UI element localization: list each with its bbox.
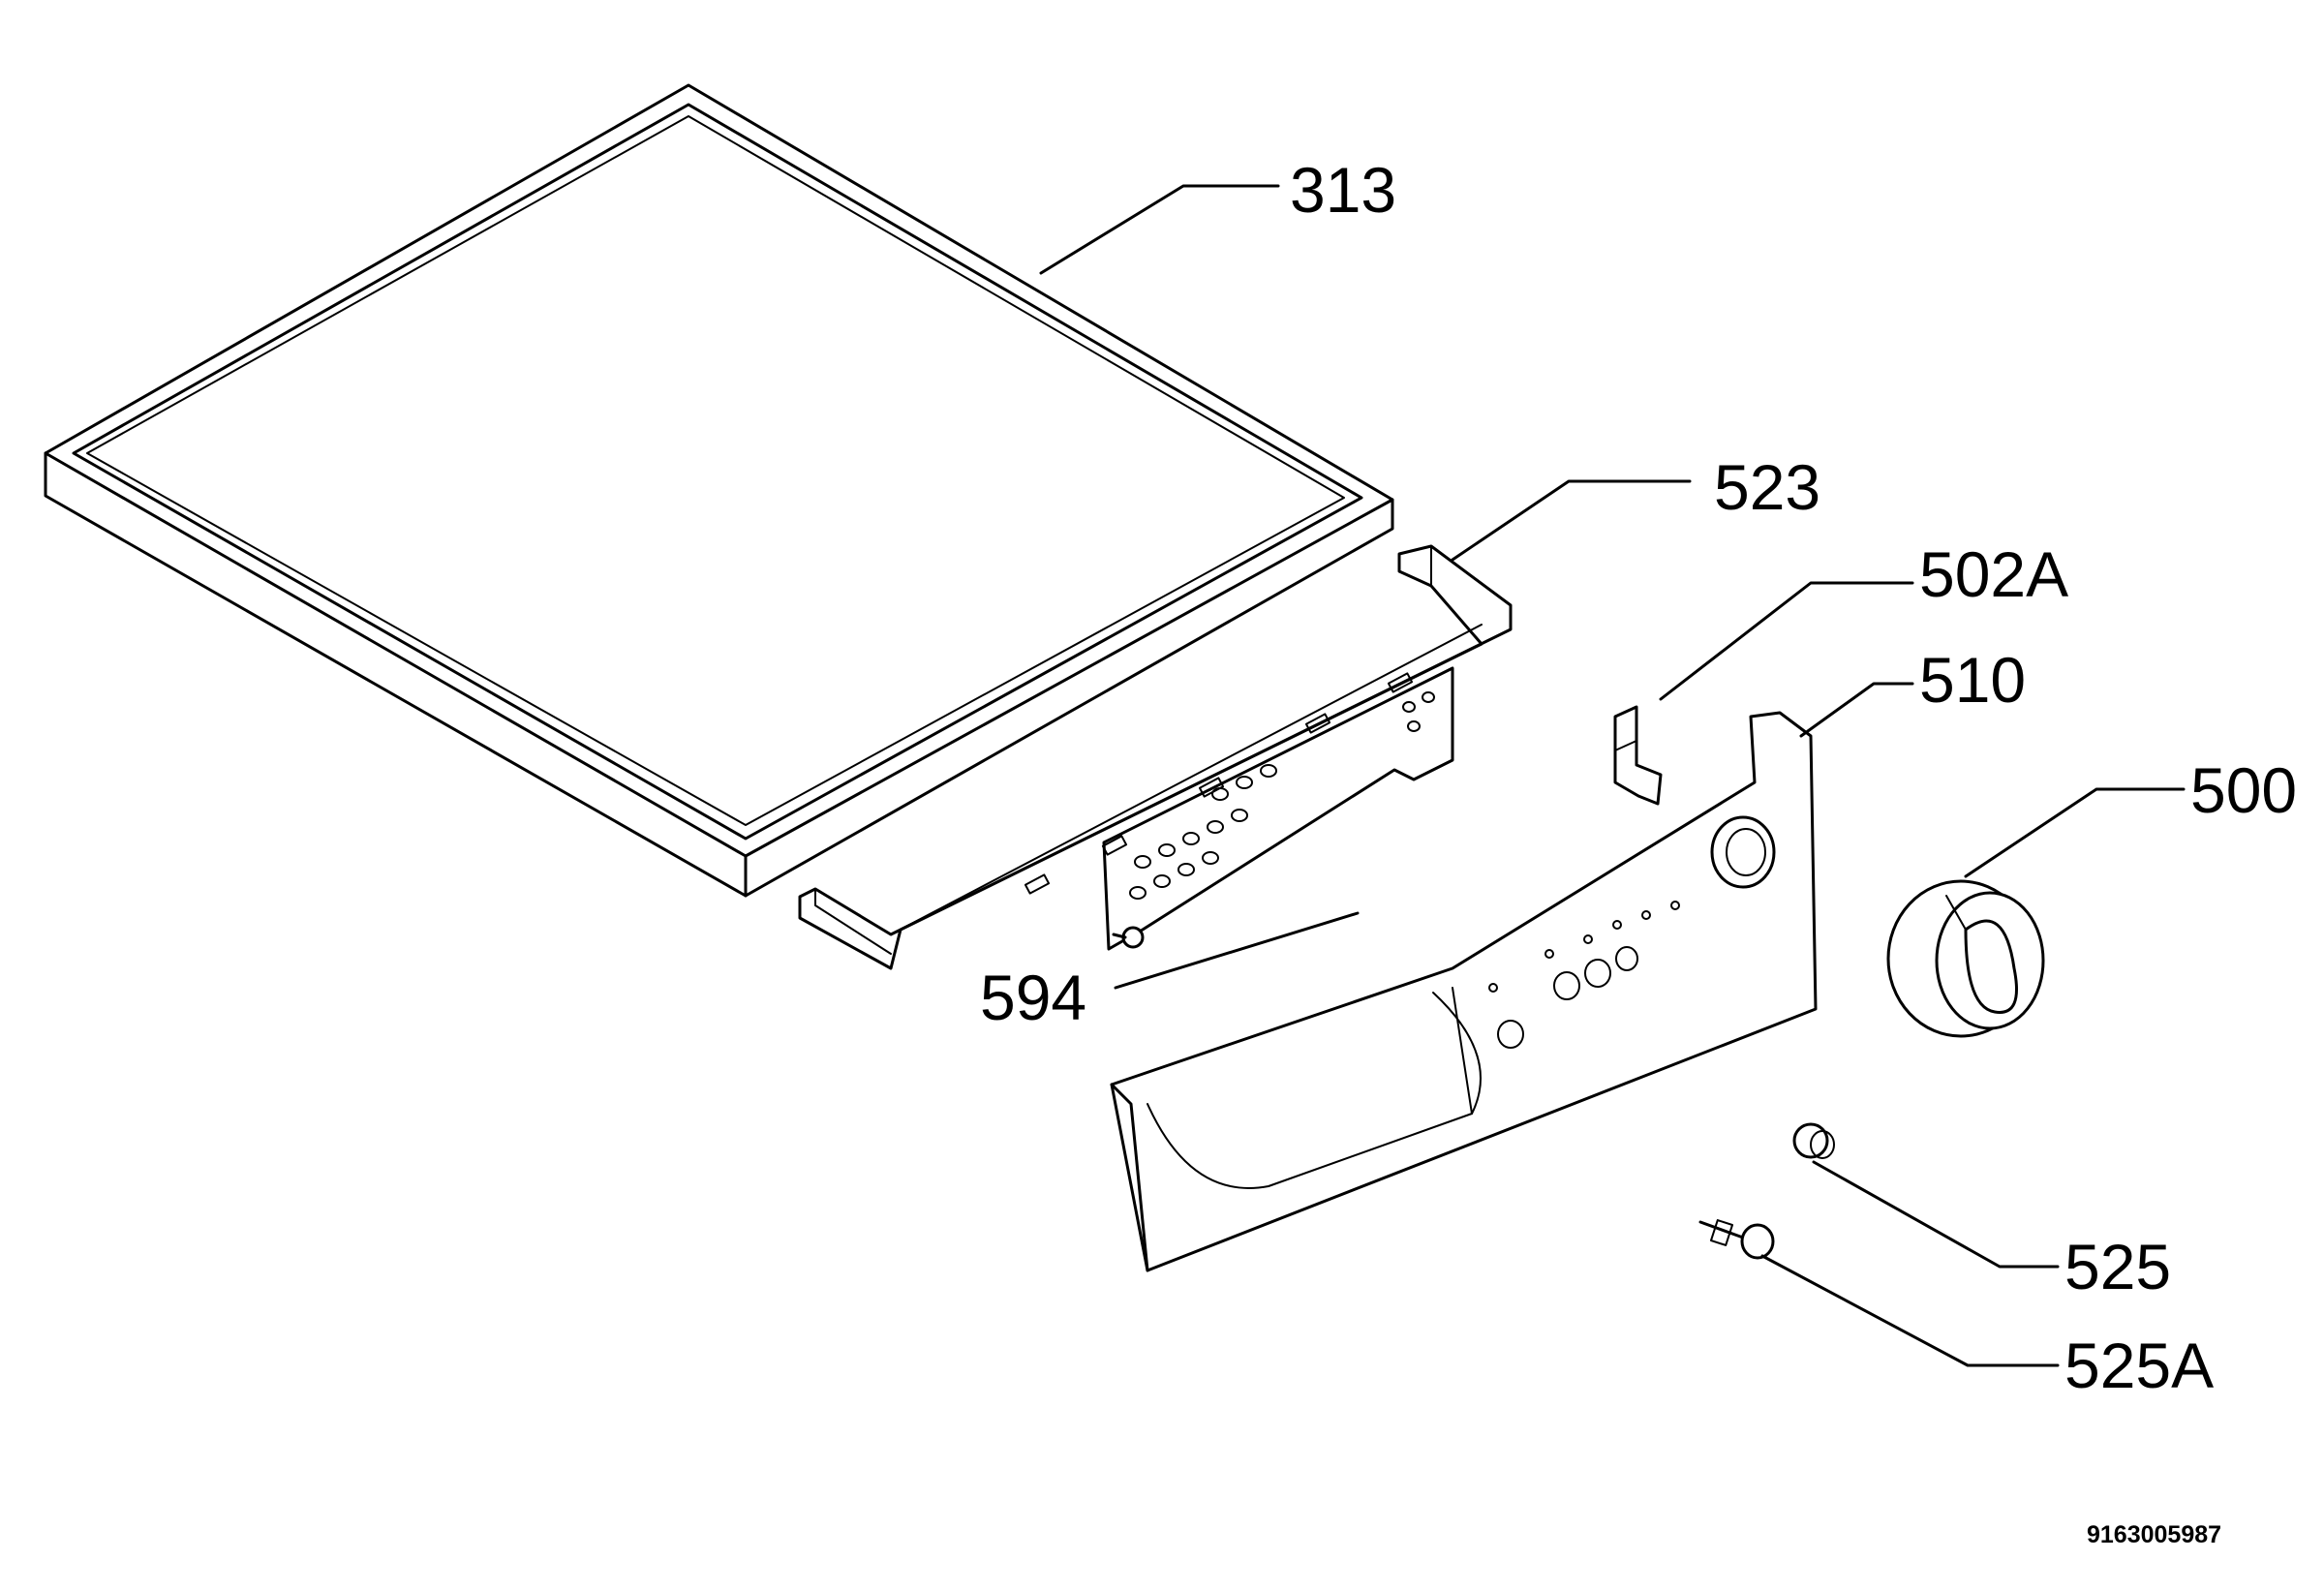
part-525a-push-rod (1698, 1219, 1775, 1260)
callout-525: 525 (2064, 1231, 2172, 1302)
callout-510: 510 (1919, 644, 2027, 716)
leader-523 (1451, 479, 1692, 562)
callout-500: 500 (2190, 754, 2298, 826)
callout-313: 313 (1290, 154, 1397, 226)
leader-510 (1799, 682, 1914, 738)
leader-525 (1812, 1160, 2060, 1269)
leader-lines (1039, 184, 2186, 1367)
leader-500 (1964, 787, 2186, 878)
leader-313 (1039, 184, 1280, 275)
part-510-control-panel (1110, 711, 1818, 1272)
leader-594 (1114, 911, 1360, 990)
leader-502a (1659, 581, 1914, 701)
callout-502a: 502A (1919, 538, 2069, 610)
callout-525a: 525A (2064, 1330, 2215, 1401)
leader-525a (1760, 1254, 2060, 1367)
part-525-button-cap (1792, 1122, 1835, 1159)
part-502a-clip (1613, 705, 1663, 806)
part-500-knob (1886, 879, 2045, 1038)
part-594-screw (1112, 926, 1145, 949)
bracket-holes (1129, 691, 1435, 900)
callout-523: 523 (1714, 451, 1821, 523)
panel-buttons (1488, 901, 1680, 1049)
part-523-bracket (798, 544, 1513, 970)
callout-594: 594 (980, 962, 1087, 1033)
document-number: 9163005987 (2087, 1521, 2222, 1548)
part-313-worktop (44, 83, 1394, 898)
